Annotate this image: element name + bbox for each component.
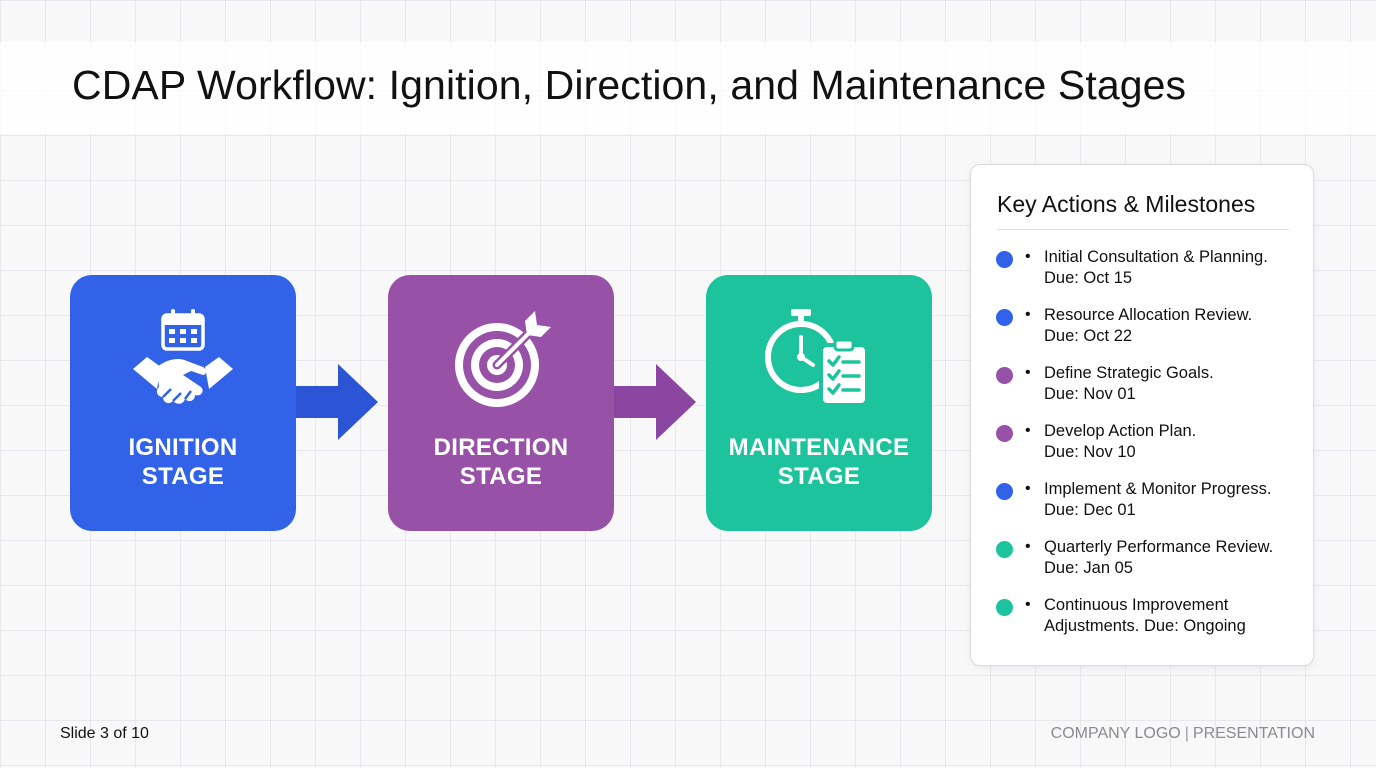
slide-number: Slide 3 of 10	[60, 725, 149, 742]
status-dot	[996, 541, 1013, 558]
status-dot	[996, 309, 1013, 326]
bullet: •	[1025, 480, 1031, 497]
target-arrow-icon	[388, 305, 614, 417]
status-dot	[996, 483, 1013, 500]
bullet: •	[1025, 596, 1031, 613]
milestone-due: Due: Jan 05	[1044, 558, 1133, 577]
milestone-item[interactable]: • Resource Allocation Review. Due: Oct 22	[971, 305, 1313, 363]
milestone-due: Due: Dec 01	[1044, 500, 1136, 519]
footer-separator: |	[1184, 725, 1189, 742]
company-logo-text: COMPANY LOGO	[1050, 725, 1181, 742]
milestone-title: Implement & Monitor Progress.	[1044, 480, 1272, 498]
arrow-right-icon	[614, 364, 696, 440]
milestone-title: Initial Consultation & Planning.	[1044, 248, 1268, 266]
stage-label-line-1: IGNITION	[128, 434, 238, 461]
milestone-due: Adjustments. Due: Ongoing	[1044, 616, 1246, 635]
direction-stage-label: DIRECTION STAGE	[388, 433, 614, 491]
bullet: •	[1025, 538, 1031, 555]
milestone-title: Quarterly Performance Review.	[1044, 538, 1274, 556]
milestone-list: • Initial Consultation & Planning. Due: O…	[971, 247, 1313, 653]
milestone-title: Develop Action Plan.	[1044, 422, 1197, 440]
stage-label-line-2: STAGE	[141, 463, 225, 490]
ignition-stage-label: IGNITION STAGE	[70, 433, 296, 491]
title-band	[0, 42, 1376, 134]
maintenance-stage-label: MAINTENANCE STAGE	[706, 433, 932, 491]
milestone-due: Due: Oct 15	[1044, 268, 1133, 287]
milestone-item[interactable]: • Define Strategic Goals. Due: Nov 01	[971, 363, 1313, 421]
milestone-item[interactable]: • Initial Consultation & Planning. Due: O…	[971, 247, 1313, 305]
milestone-due: Due: Oct 22	[1044, 326, 1133, 345]
status-dot	[996, 425, 1013, 442]
stage-label-line-2: STAGE	[777, 463, 861, 490]
key-actions-panel: Key Actions & Milestones • Initial Consu…	[970, 164, 1314, 666]
bullet: •	[1025, 306, 1031, 323]
footer-branding: COMPANY LOGO|PRESENTATION	[1051, 725, 1315, 743]
milestone-title: Continuous Improvement	[1044, 596, 1229, 614]
presentation-label: PRESENTATION	[1192, 725, 1315, 742]
panel-title: Key Actions & Milestones	[997, 191, 1256, 217]
milestone-title: Define Strategic Goals.	[1044, 364, 1214, 382]
bullet: •	[1025, 248, 1031, 265]
bullet: •	[1025, 422, 1031, 439]
milestone-item[interactable]: • Quarterly Performance Review. Due: Jan …	[971, 537, 1313, 595]
status-dot	[996, 251, 1013, 268]
arrow-right-icon	[296, 364, 378, 440]
stage-label-line-1: MAINTENANCE	[728, 434, 910, 461]
direction-stage-card[interactable]: DIRECTION STAGE	[388, 275, 614, 531]
panel-divider	[997, 229, 1289, 230]
slide-title: CDAP Workflow: Ignition, Direction, and …	[72, 62, 1187, 108]
stopwatch-checklist-icon	[706, 305, 932, 417]
milestone-title: Resource Allocation Review.	[1044, 306, 1253, 324]
stage-label-line-2: STAGE	[459, 463, 543, 490]
milestone-item[interactable]: • Implement & Monitor Progress. Due: Dec …	[971, 479, 1313, 537]
status-dot	[996, 367, 1013, 384]
handshake-calendar-icon	[70, 305, 296, 417]
maintenance-stage-card[interactable]: MAINTENANCE STAGE	[706, 275, 932, 531]
milestone-due: Due: Nov 10	[1044, 442, 1136, 461]
bullet: •	[1025, 364, 1031, 381]
ignition-stage-card[interactable]: IGNITION STAGE	[70, 275, 296, 531]
milestone-due: Due: Nov 01	[1044, 384, 1136, 403]
milestone-item[interactable]: • Develop Action Plan. Due: Nov 10	[971, 421, 1313, 479]
stage-label-line-1: DIRECTION	[433, 434, 569, 461]
status-dot	[996, 599, 1013, 616]
